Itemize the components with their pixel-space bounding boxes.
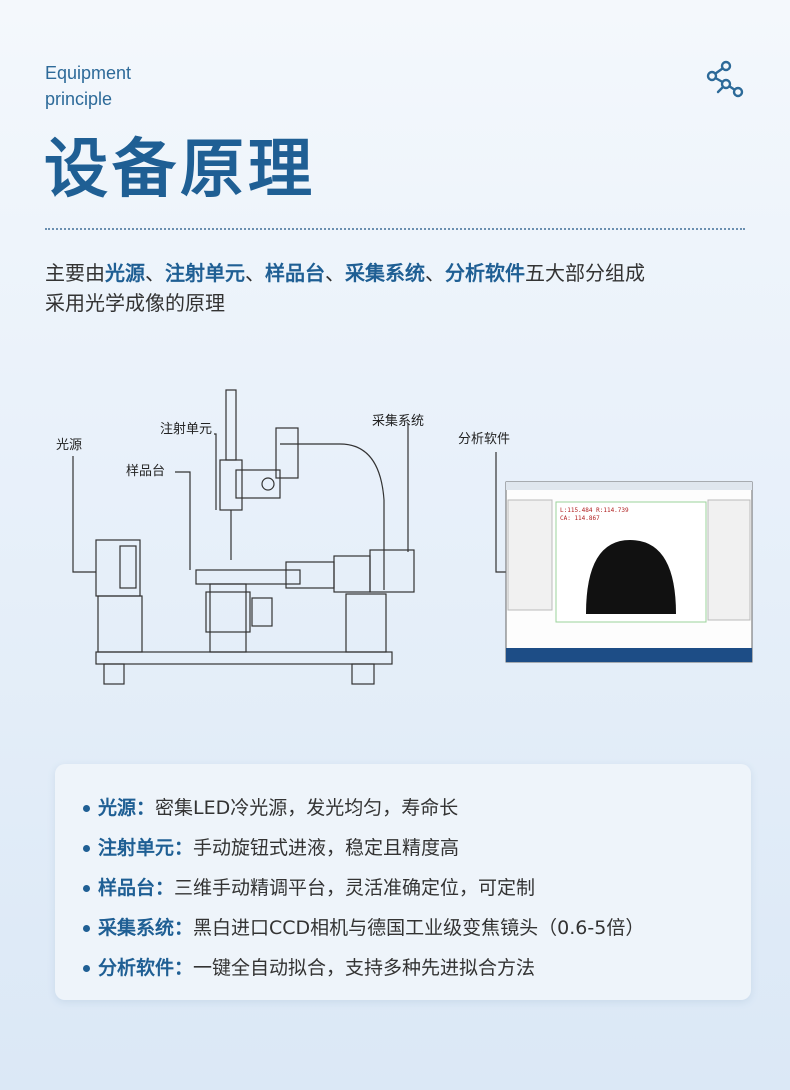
feature-item: 样品台：三维手动精调平台，灵活准确定位，可定制 xyxy=(83,868,751,908)
share-icon[interactable] xyxy=(702,58,746,102)
intro-line-1: 主要由光源、注射单元、样品台、采集系统、分析软件五大部分组成 xyxy=(45,258,755,288)
bullet-icon xyxy=(83,805,90,812)
intro-sep: 、 xyxy=(245,261,265,285)
feature-key: 光源： xyxy=(98,797,156,819)
label-software: 分析软件 xyxy=(458,432,511,447)
feature-item: 采集系统：黑白进口CCD相机与德国工业级变焦镜头（0.6-5倍） xyxy=(83,908,751,948)
label-light-source: 光源 xyxy=(56,438,83,453)
feature-text: 一键全自动拟合，支持多种先进拟合方法 xyxy=(193,957,536,979)
feature-text: 密集LED冷光源，发光均匀，寿命长 xyxy=(155,797,459,819)
intro-component: 注射单元 xyxy=(165,261,245,285)
eyebrow-line-2: principle xyxy=(45,89,113,109)
intro-sep: 、 xyxy=(325,261,345,285)
feature-card: 光源：密集LED冷光源，发光均匀，寿命长 注射单元：手动旋钮式进液，稳定且精度高… xyxy=(55,764,751,1000)
feature-key: 采集系统： xyxy=(98,917,194,939)
feature-text: 黑白进口CCD相机与德国工业级变焦镜头（0.6-5倍） xyxy=(193,917,645,939)
intro-component: 分析软件 xyxy=(445,261,525,285)
feature-list: 光源：密集LED冷光源，发光均匀，寿命长 注射单元：手动旋钮式进液，稳定且精度高… xyxy=(55,764,751,988)
label-acquisition: 采集系统 xyxy=(372,414,425,429)
equipment-drawing: L:115.484 R:114.739 CA: 114.867 xyxy=(72,389,753,685)
feature-item: 分析软件：一键全自动拟合，支持多种先进拟合方法 xyxy=(83,948,751,988)
eyebrow: Equipment principle xyxy=(45,60,131,112)
feature-text: 三维手动精调平台，灵活准确定位，可定制 xyxy=(174,877,536,899)
intro-line-2: 采用光学成像的原理 xyxy=(45,291,225,315)
intro-component: 样品台 xyxy=(265,261,325,285)
label-injection-unit: 注射单元 xyxy=(160,422,213,437)
eyebrow-line-1: Equipment xyxy=(45,63,132,83)
bullet-icon xyxy=(83,845,90,852)
label-sample-stage: 样品台 xyxy=(126,464,166,479)
intro-component: 采集系统 xyxy=(345,261,425,285)
intro-sep: 、 xyxy=(425,261,445,285)
intro-component: 光源 xyxy=(105,261,145,285)
intro-sep: 、 xyxy=(145,261,165,285)
feature-item: 光源：密集LED冷光源，发光均匀，寿命长 xyxy=(83,788,751,828)
dotted-divider xyxy=(45,228,745,230)
equipment-diagram: L:115.484 R:114.739 CA: 114.867 光源 样品台 注… xyxy=(40,380,760,700)
bullet-icon xyxy=(83,965,90,972)
bullet-icon xyxy=(83,925,90,932)
screen-readout-2: CA: 114.867 xyxy=(560,515,600,522)
feature-item: 注射单元：手动旋钮式进液，稳定且精度高 xyxy=(83,828,751,868)
feature-key: 分析软件： xyxy=(98,957,194,979)
page-title: 设备原理 xyxy=(44,132,316,207)
bullet-icon xyxy=(83,885,90,892)
screen-readout-1: L:115.484 R:114.739 xyxy=(560,507,629,514)
intro-suffix: 五大部分组成 xyxy=(525,261,645,285)
feature-text: 手动旋钮式进液，稳定且精度高 xyxy=(193,837,460,859)
software-screenshot: L:115.484 R:114.739 CA: 114.867 xyxy=(505,481,753,663)
intro-text: 主要由光源、注射单元、样品台、采集系统、分析软件五大部分组成 采用光学成像的原理 xyxy=(45,258,755,318)
intro-prefix: 主要由 xyxy=(45,261,105,285)
feature-key: 样品台： xyxy=(98,877,175,899)
feature-key: 注射单元： xyxy=(98,837,194,859)
